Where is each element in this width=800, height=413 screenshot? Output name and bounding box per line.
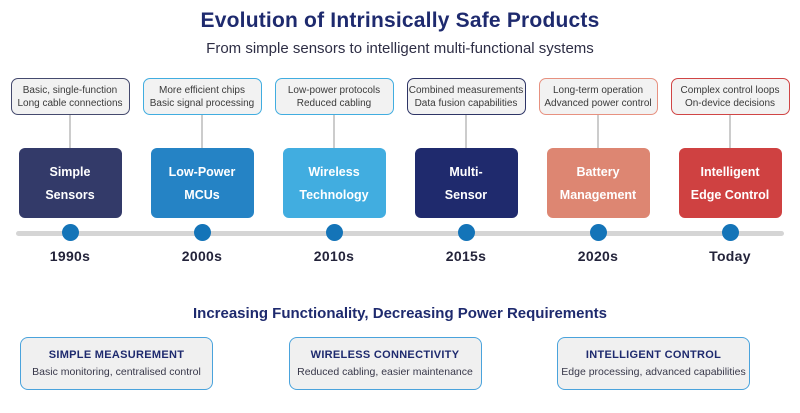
timeline-track [16, 231, 784, 236]
timeline-columns: Basic, single-function Long cable connec… [0, 78, 800, 264]
summary-card-intelligent-control: INTELLIGENT CONTROL Edge processing, adv… [557, 337, 750, 390]
callout-line: Basic signal processing [149, 97, 255, 109]
card-title: WIRELESS CONNECTIVITY [310, 349, 460, 361]
timeline-dot [325, 224, 343, 241]
era-box-label: Sensor [444, 187, 488, 202]
callout-line: Combined measurements [408, 84, 524, 96]
era-column-2010s: Low-power protocols Reduced cabling Wire… [268, 78, 400, 264]
era-box-label: Intelligent [700, 164, 760, 179]
callout-line: Long cable connections [17, 97, 123, 109]
summary-card-simple-measurement: SIMPLE MEASUREMENT Basic monitoring, cen… [20, 337, 213, 390]
era-box-label: MCUs [184, 187, 220, 202]
connector-line [201, 115, 203, 148]
card-description: Basic monitoring, centralised control [32, 366, 201, 378]
callout-line: More efficient chips [159, 84, 245, 96]
era-column-2020s: Long-term operation Advanced power contr… [532, 78, 664, 264]
callout-line: Long-term operation [552, 84, 644, 96]
era-box-label: Simple [49, 164, 91, 179]
year-label: 2020s [577, 248, 619, 264]
era-callout: Long-term operation Advanced power contr… [538, 78, 658, 115]
connector-line [597, 115, 599, 148]
era-box: Intelligent Edge Control [678, 148, 782, 218]
card-description: Reduced cabling, easier maintenance [297, 366, 473, 378]
timeline-dot [61, 224, 79, 241]
page-title: Evolution of Intrinsically Safe Products [200, 9, 600, 32]
card-title: INTELLIGENT CONTROL [585, 349, 722, 361]
callout-line: Complex control loops [680, 84, 780, 96]
era-callout: Basic, single-function Long cable connec… [10, 78, 130, 115]
callout-line: Advanced power control [544, 97, 652, 109]
era-box-label: Battery [576, 164, 620, 179]
callout-line: Data fusion capabilities [414, 97, 518, 109]
era-column-today: Complex control loops On-device decision… [664, 78, 796, 264]
year-label: 1990s [49, 248, 91, 264]
callout-line: Basic, single-function [22, 84, 118, 96]
callout-line: Reduced cabling [296, 97, 372, 109]
footer-heading: Increasing Functionality, Decreasing Pow… [192, 305, 607, 322]
era-box-label: Management [559, 187, 637, 202]
timeline-dot [589, 224, 607, 241]
era-box-label: Wireless [308, 164, 360, 179]
callout-line: Low-power protocols [287, 84, 381, 96]
era-callout: Combined measurements Data fusion capabi… [406, 78, 526, 115]
era-box: Multi- Sensor [414, 148, 518, 218]
timeline-dot [193, 224, 211, 241]
year-label: 2010s [313, 248, 355, 264]
card-title: SIMPLE MEASUREMENT [48, 349, 185, 361]
connector-line [69, 115, 71, 148]
connector-line [465, 115, 467, 148]
summary-card-wireless-connectivity: WIRELESS CONNECTIVITY Reduced cabling, e… [288, 337, 482, 390]
era-box-label: Low-Power [168, 164, 236, 179]
era-column-1990s: Basic, single-function Long cable connec… [4, 78, 136, 264]
year-label: 2000s [181, 248, 223, 264]
year-label: 2015s [445, 248, 487, 264]
timeline-dot [457, 224, 475, 241]
era-callout: Complex control loops On-device decision… [670, 78, 790, 115]
era-callout: More efficient chips Basic signal proces… [142, 78, 262, 115]
era-box-label: Multi- [449, 164, 483, 179]
era-box: Low-Power MCUs [150, 148, 254, 218]
era-column-2000s: More efficient chips Basic signal proces… [136, 78, 268, 264]
timeline-dot [721, 224, 739, 241]
summary-cards-row: SIMPLE MEASUREMENT Basic monitoring, cen… [0, 337, 800, 390]
year-label: Today [709, 248, 751, 264]
page-subtitle: From simple sensors to intelligent multi… [206, 40, 594, 57]
era-box: Battery Management [546, 148, 650, 218]
connector-line [333, 115, 335, 148]
card-description: Edge processing, advanced capabilities [561, 366, 746, 378]
era-box-label: Technology [299, 187, 369, 202]
connector-line [729, 115, 731, 148]
era-column-2015s: Combined measurements Data fusion capabi… [400, 78, 532, 264]
era-box: Simple Sensors [18, 148, 122, 218]
era-box: Wireless Technology [282, 148, 386, 218]
era-box-label: Sensors [45, 187, 95, 202]
callout-line: On-device decisions [684, 97, 776, 109]
era-box-label: Edge Control [690, 187, 770, 202]
timeline-section: Basic, single-function Long cable connec… [0, 78, 800, 264]
era-callout: Low-power protocols Reduced cabling [274, 78, 394, 115]
